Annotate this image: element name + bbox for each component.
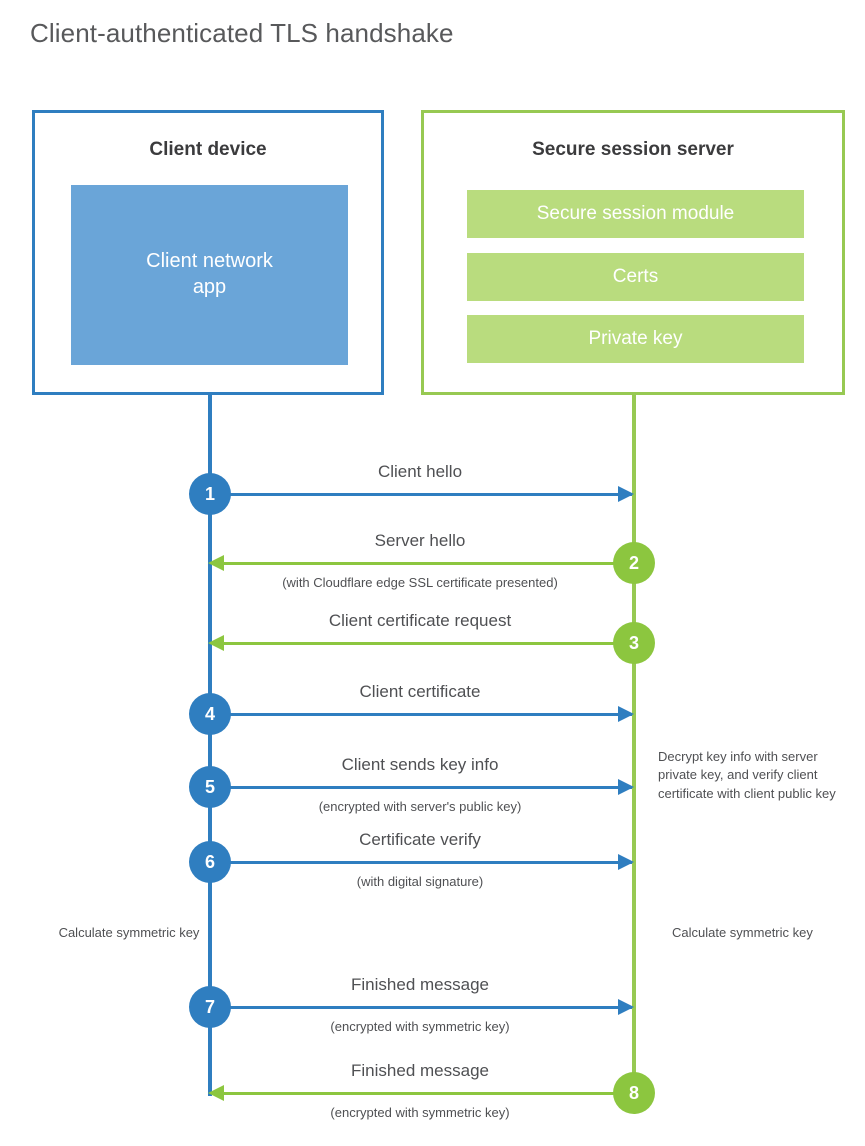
step-badge-2[interactable]: 2 [613,542,655,584]
client-network-app-block: Client network app [71,185,348,365]
client-network-app-label: Client network app [146,249,273,300]
server-block-private-key: Private key [467,315,804,363]
arrow-line-7 [210,1006,632,1009]
arrow-line-4 [210,713,632,716]
arrow-line-2 [212,562,634,565]
arrow-head-8 [208,1085,224,1101]
secure-session-server-box: Secure session server Secure session mod… [421,110,845,395]
arrow-line-5 [210,786,632,789]
message-sublabel-5: (encrypted with server's public key) [318,799,522,814]
client-app-label-line1: Client network [146,250,273,273]
arrow-line-1 [210,493,632,496]
step-badge-7[interactable]: 7 [189,986,231,1028]
secure-session-server-title: Secure session server [532,139,734,160]
note-calculate-symmetric-key-server: Calculate symmetric key [672,925,813,940]
client-app-label-line2: app [192,276,227,298]
message-sublabel-6: (with digital signature) [356,874,484,889]
arrow-head-6 [618,854,634,870]
arrow-head-3 [208,635,224,651]
step-badge-6[interactable]: 6 [189,841,231,883]
page-title: Client-authenticated TLS handshake [30,18,454,48]
arrow-line-3 [212,642,634,645]
client-lifeline [208,394,212,1096]
step-badge-1[interactable]: 1 [189,473,231,515]
arrow-head-4 [618,706,634,722]
message-sublabel-2: (with Cloudflare edge SSL certificate pr… [282,575,558,590]
message-label-7: Finished message [351,975,489,994]
message-label-1: Client hello [377,462,463,481]
arrow-line-6 [210,861,632,864]
arrow-head-2 [208,555,224,571]
step-badge-3[interactable]: 3 [613,622,655,664]
message-sublabel-8: (encrypted with symmetric key) [330,1105,510,1120]
message-label-6: Certificate verify [359,830,481,849]
message-sublabel-7: (encrypted with symmetric key) [330,1019,510,1034]
message-label-5: Client sends key info [341,755,499,774]
client-device-title: Client device [149,139,267,160]
step-badge-4[interactable]: 4 [189,693,231,735]
arrow-line-8 [212,1092,634,1095]
arrow-head-1 [618,486,634,502]
arrow-head-7 [618,999,634,1015]
server-block-secure-session-module: Secure session module [467,190,804,238]
message-label-4: Client certificate [359,682,481,701]
note-calculate-symmetric-key-client: Calculate symmetric key [58,925,200,940]
client-device-box: Client device Client network app [32,110,384,395]
step-badge-5[interactable]: 5 [189,766,231,808]
step-badge-8[interactable]: 8 [613,1072,655,1114]
server-block-certs: Certs [467,253,804,301]
message-label-2: Server hello [374,531,466,550]
arrow-head-5 [618,779,634,795]
server-lifeline [632,394,636,1094]
note-decrypt-key-info: Decrypt key info with server private key… [658,749,836,801]
message-label-8: Finished message [351,1061,489,1080]
message-label-3: Client certificate request [328,611,512,630]
